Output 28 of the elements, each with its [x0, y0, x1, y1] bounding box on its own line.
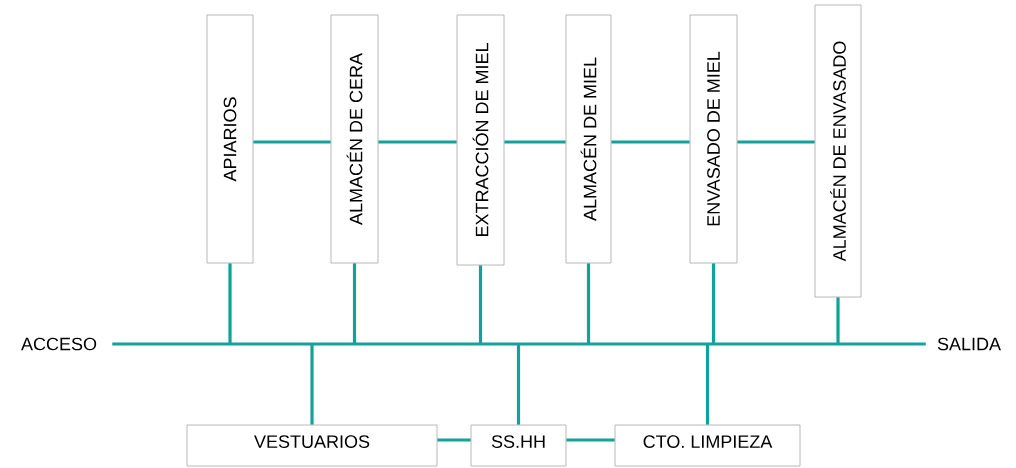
process-box: ALMACÉN DE CERA: [330, 14, 379, 264]
process-box: ALMACÉN DE ENVASADO: [814, 4, 862, 298]
connector-line: [711, 263, 716, 344]
process-box: ALMACÉN DE MIEL: [565, 14, 612, 264]
process-box: CTO. LIMPIEZA: [614, 424, 801, 467]
process-box: EXTRACCIÓN DE MIEL: [456, 14, 505, 266]
connector-line: [737, 140, 815, 144]
endpoint-label: ACCESO: [21, 337, 97, 351]
connector-line: [504, 140, 566, 144]
connector-line: [705, 344, 710, 425]
connector-line: [378, 140, 457, 144]
connector-line: [611, 140, 690, 144]
connector-line: [586, 263, 591, 344]
connector-line: [352, 263, 357, 344]
process-box: APIARIOS: [206, 14, 254, 264]
connector-line: [478, 265, 483, 344]
connector-line: [836, 297, 840, 344]
process-box: ENVASADO DE MIEL: [689, 14, 738, 264]
connector-line: [566, 438, 615, 442]
endpoint-label: SALIDA: [937, 337, 1001, 351]
process-box: SS.HH: [470, 424, 567, 467]
process-box: VESTUARIOS: [186, 424, 438, 467]
connector-line: [437, 438, 471, 442]
connector-line: [228, 263, 232, 344]
connector-line: [310, 344, 314, 425]
connector-line: [253, 140, 331, 144]
connector-line: [516, 344, 521, 425]
connector-line: [112, 342, 926, 346]
